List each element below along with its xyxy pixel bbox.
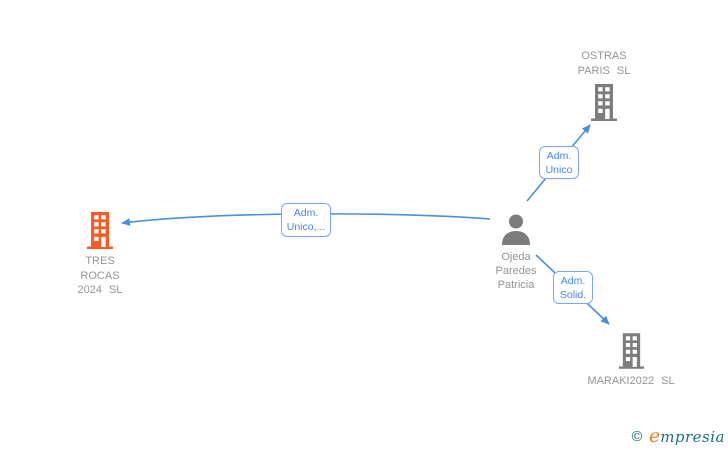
empresia-brand-text: mpresia bbox=[660, 428, 725, 446]
company-name: TRES ROCAS 2024 SL bbox=[78, 254, 123, 298]
person-name: Ojeda Paredes Patricia bbox=[496, 250, 537, 292]
copyright-icon: © bbox=[629, 429, 644, 445]
company-node-ostras[interactable]: OSTRAS PARIS SL bbox=[544, 49, 664, 121]
empresia-brand-initial: e bbox=[648, 425, 661, 447]
company-name-line: PARIS SL bbox=[577, 65, 631, 77]
person-icon bbox=[502, 214, 530, 245]
edge-label-adm-unico-etc: Adm. Unico,... bbox=[281, 203, 331, 237]
edge-label-line: Unico bbox=[545, 163, 573, 176]
edge-label-adm-solid: Adm. Solid. bbox=[553, 271, 593, 304]
person-name-line: Paredes bbox=[495, 265, 537, 277]
person-node-ojeda-paredes-patricia[interactable]: Ojeda Paredes Patricia bbox=[456, 214, 576, 292]
building-icon bbox=[87, 212, 113, 249]
edge-label-line: Unico,... bbox=[286, 221, 326, 233]
edge-label-line: Adm. bbox=[560, 274, 586, 287]
edge-label-line: Adm. bbox=[293, 207, 319, 219]
company-node-maraki2022[interactable]: MARAKI2022 SL bbox=[571, 333, 691, 389]
empresia-logo[interactable]: ©empresia bbox=[630, 425, 725, 447]
edge-label-line: Solid. bbox=[559, 288, 587, 301]
company-name-line: MARAKI2022 SL bbox=[587, 375, 675, 387]
company-node-tres-rocas[interactable]: TRES ROCAS 2024 SL bbox=[40, 212, 160, 298]
edge-label-adm-unico: Adm. Unico bbox=[539, 146, 579, 179]
company-name: OSTRAS PARIS SL bbox=[578, 49, 631, 79]
building-icon bbox=[591, 84, 617, 121]
company-name-line: 2024 SL bbox=[77, 284, 123, 296]
company-name: MARAKI2022 SL bbox=[587, 374, 674, 389]
edge-label-line: Adm. bbox=[546, 149, 572, 162]
company-name-line: ROCAS bbox=[80, 269, 120, 282]
person-name-line: Patricia bbox=[497, 279, 535, 291]
company-name-line: OSTRAS bbox=[581, 50, 627, 62]
person-name-line: Ojeda bbox=[501, 251, 531, 263]
building-icon bbox=[618, 333, 644, 369]
company-name-line: TRES bbox=[85, 255, 115, 267]
